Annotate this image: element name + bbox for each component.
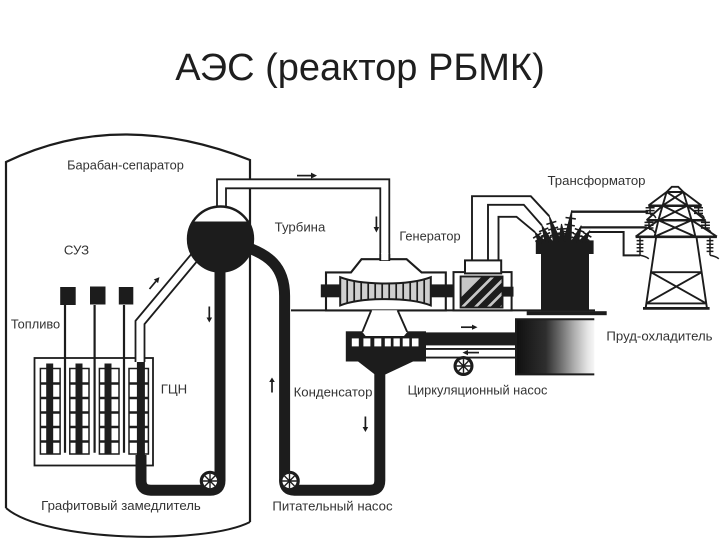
riser-pipe xyxy=(134,252,201,362)
shaft-left-stub xyxy=(320,284,341,298)
page-title: АЭС (реактор РБМК) xyxy=(175,47,544,89)
label-condenser: Конденсатор xyxy=(294,385,373,400)
condenser xyxy=(345,309,426,375)
downcomer-flow-arrow xyxy=(206,306,213,323)
generator-wires xyxy=(471,195,550,261)
warm-water-pipe xyxy=(426,332,516,346)
return-water-pipe xyxy=(426,347,517,359)
cooling-water-pipes xyxy=(426,332,517,359)
circulation-pump xyxy=(453,356,474,376)
tower-insulators xyxy=(636,205,720,260)
generator-terminal-box xyxy=(464,259,503,275)
transmission-wires xyxy=(571,210,649,257)
steam-flow-down-arrow xyxy=(373,216,380,233)
feedwater-up-arrow xyxy=(269,377,275,393)
label-feed-pump: Питательный насос xyxy=(272,499,393,514)
generator xyxy=(452,259,514,312)
labels: Барабан-сепаратор СУЗ Топливо Турбина Ге… xyxy=(11,158,713,514)
generator-hatching xyxy=(460,276,503,308)
condensate-down-arrow xyxy=(362,416,369,432)
label-transformer: Трансформатор xyxy=(547,173,645,188)
return-water-left-arrow xyxy=(462,350,479,356)
label-fuel: Топливо xyxy=(11,317,60,332)
transformer-bushings xyxy=(532,210,592,246)
turbine xyxy=(320,253,461,312)
steam-flow-right-arrow xyxy=(297,172,317,179)
containment-building xyxy=(4,133,252,538)
drum-separator xyxy=(186,205,255,273)
label-drum-separator: Барабан-сепаратор xyxy=(67,158,184,173)
transmission-tower xyxy=(635,185,720,310)
transformer-cap xyxy=(535,240,594,254)
flow-arrows xyxy=(148,172,479,432)
transformer-base xyxy=(526,311,607,316)
label-turbine: Турбина xyxy=(275,220,326,235)
condenser-tubes xyxy=(351,338,419,347)
feed-pump xyxy=(279,470,300,492)
cooling-pond xyxy=(515,318,595,376)
main-circulation-pump xyxy=(199,470,221,492)
control-rods xyxy=(60,286,134,453)
shaft-right-stub xyxy=(502,286,514,297)
label-generator: Генератор xyxy=(399,229,460,244)
transformer xyxy=(526,210,607,316)
channel4-pipe xyxy=(136,361,145,466)
warm-water-right-arrow xyxy=(461,324,478,330)
label-circulation-pump: Циркуляционный насос xyxy=(408,383,548,398)
exhaust-skirt xyxy=(362,310,408,336)
label-control-rods: СУЗ xyxy=(64,243,89,258)
turbine-rotor xyxy=(339,275,432,307)
fuel-channel-bars xyxy=(46,363,112,454)
label-graphite-moderator: Графитовый замедлитель xyxy=(41,498,201,513)
condenser-hotwell xyxy=(357,361,414,375)
turbine-blades xyxy=(346,277,426,306)
steam-pipe xyxy=(216,178,391,260)
label-main-circulation-pump: ГЦН xyxy=(161,382,187,397)
label-cooling-pond: Пруд-охладитель xyxy=(606,329,712,344)
transformer-body xyxy=(541,254,589,312)
riser-flow-arrow xyxy=(148,277,160,290)
